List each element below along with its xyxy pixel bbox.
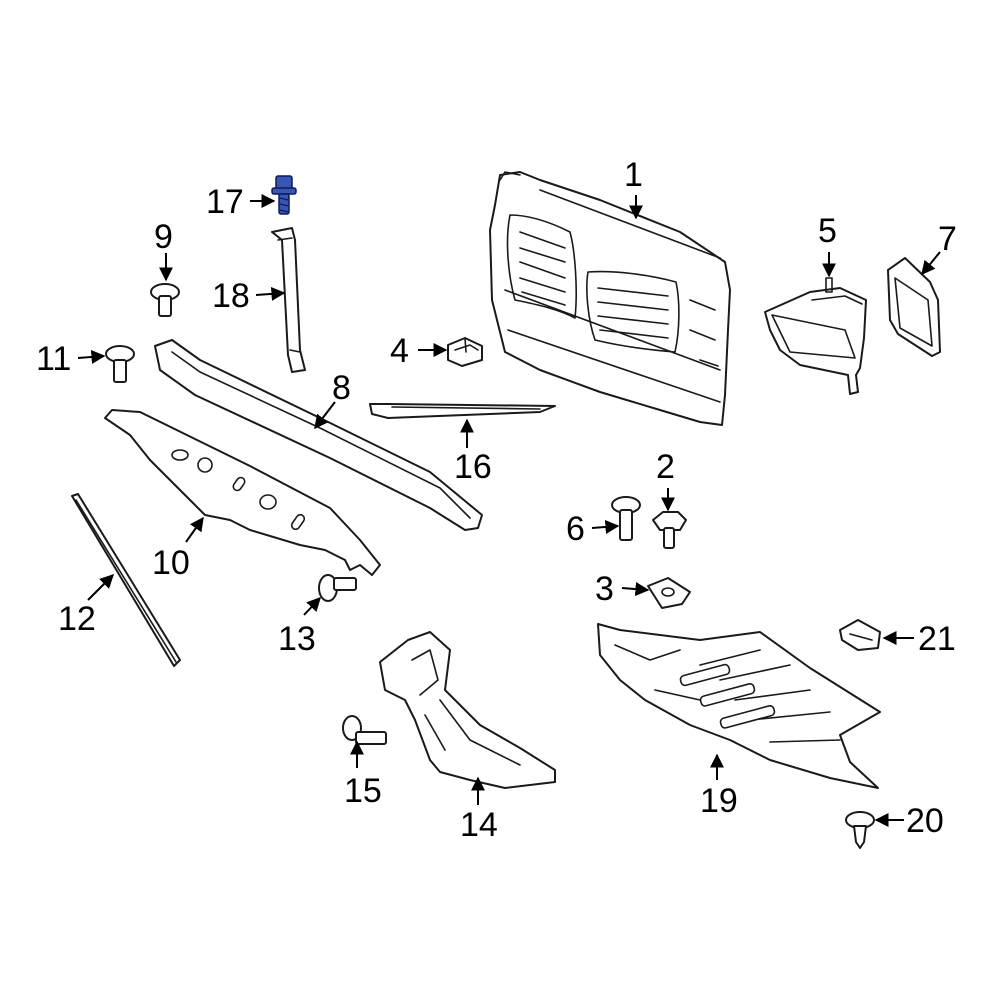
callout-20: 20 — [906, 802, 944, 840]
callout-4: 4 — [390, 332, 409, 370]
callout-10: 10 — [152, 544, 190, 582]
callout-3: 3 — [595, 570, 614, 608]
leader-11 — [77, 349, 106, 364]
leader-12 — [87, 574, 114, 601]
callout-11: 11 — [36, 340, 71, 378]
leader-6 — [591, 519, 620, 534]
part-11-screw[interactable] — [105, 345, 135, 383]
part-18-bracket[interactable] — [271, 227, 306, 373]
part-5-air-duct[interactable] — [764, 277, 867, 395]
leader-18 — [255, 286, 286, 301]
part-1-radiator-support[interactable] — [489, 171, 731, 426]
part-19-underbody-shield[interactable] — [597, 623, 881, 789]
part-6-screw[interactable] — [611, 496, 641, 541]
callout-9: 9 — [154, 218, 173, 256]
part-13-screw[interactable] — [318, 574, 357, 602]
part-14-side-shield[interactable] — [379, 631, 556, 789]
callout-7: 7 — [938, 220, 957, 258]
callout-18: 18 — [212, 277, 250, 315]
callout-17: 17 — [206, 183, 244, 221]
leader-8 — [314, 401, 336, 430]
leader-3 — [621, 582, 650, 597]
part-17-bolt-highlighted[interactable] — [271, 175, 297, 215]
callout-1: 1 — [624, 156, 643, 194]
part-9-screw[interactable] — [150, 283, 180, 317]
callout-19: 19 — [700, 782, 738, 820]
callout-14: 14 — [460, 806, 498, 844]
leader-10 — [185, 516, 204, 543]
part-3-nut-clip[interactable] — [647, 577, 691, 609]
callout-6: 6 — [566, 510, 585, 548]
callout-2: 2 — [656, 448, 675, 486]
callout-15: 15 — [344, 772, 382, 810]
leader-lines — [77, 194, 941, 827]
part-7-air-guide[interactable] — [887, 257, 941, 357]
callout-12: 12 — [58, 600, 96, 638]
callout-5: 5 — [818, 212, 837, 250]
callout-13: 13 — [278, 620, 316, 658]
callout-21: 21 — [918, 620, 956, 658]
part-21-clip[interactable] — [839, 619, 881, 651]
leader-7 — [921, 251, 941, 276]
callout-numbers: 1 2 3 4 5 6 7 8 9 10 11 12 13 14 15 16 1… — [36, 156, 957, 844]
leader-13 — [303, 596, 321, 616]
part-16-seal-strip[interactable] — [369, 403, 556, 419]
callout-8: 8 — [332, 369, 351, 407]
part-2-bolt[interactable] — [652, 511, 687, 549]
part-15-bolt[interactable] — [342, 715, 387, 745]
part-10-deflector[interactable] — [104, 409, 381, 576]
part-12-rod[interactable] — [71, 493, 181, 667]
part-4-clip[interactable] — [447, 337, 483, 367]
part-20-screw[interactable] — [845, 811, 875, 849]
callout-16: 16 — [454, 448, 492, 486]
